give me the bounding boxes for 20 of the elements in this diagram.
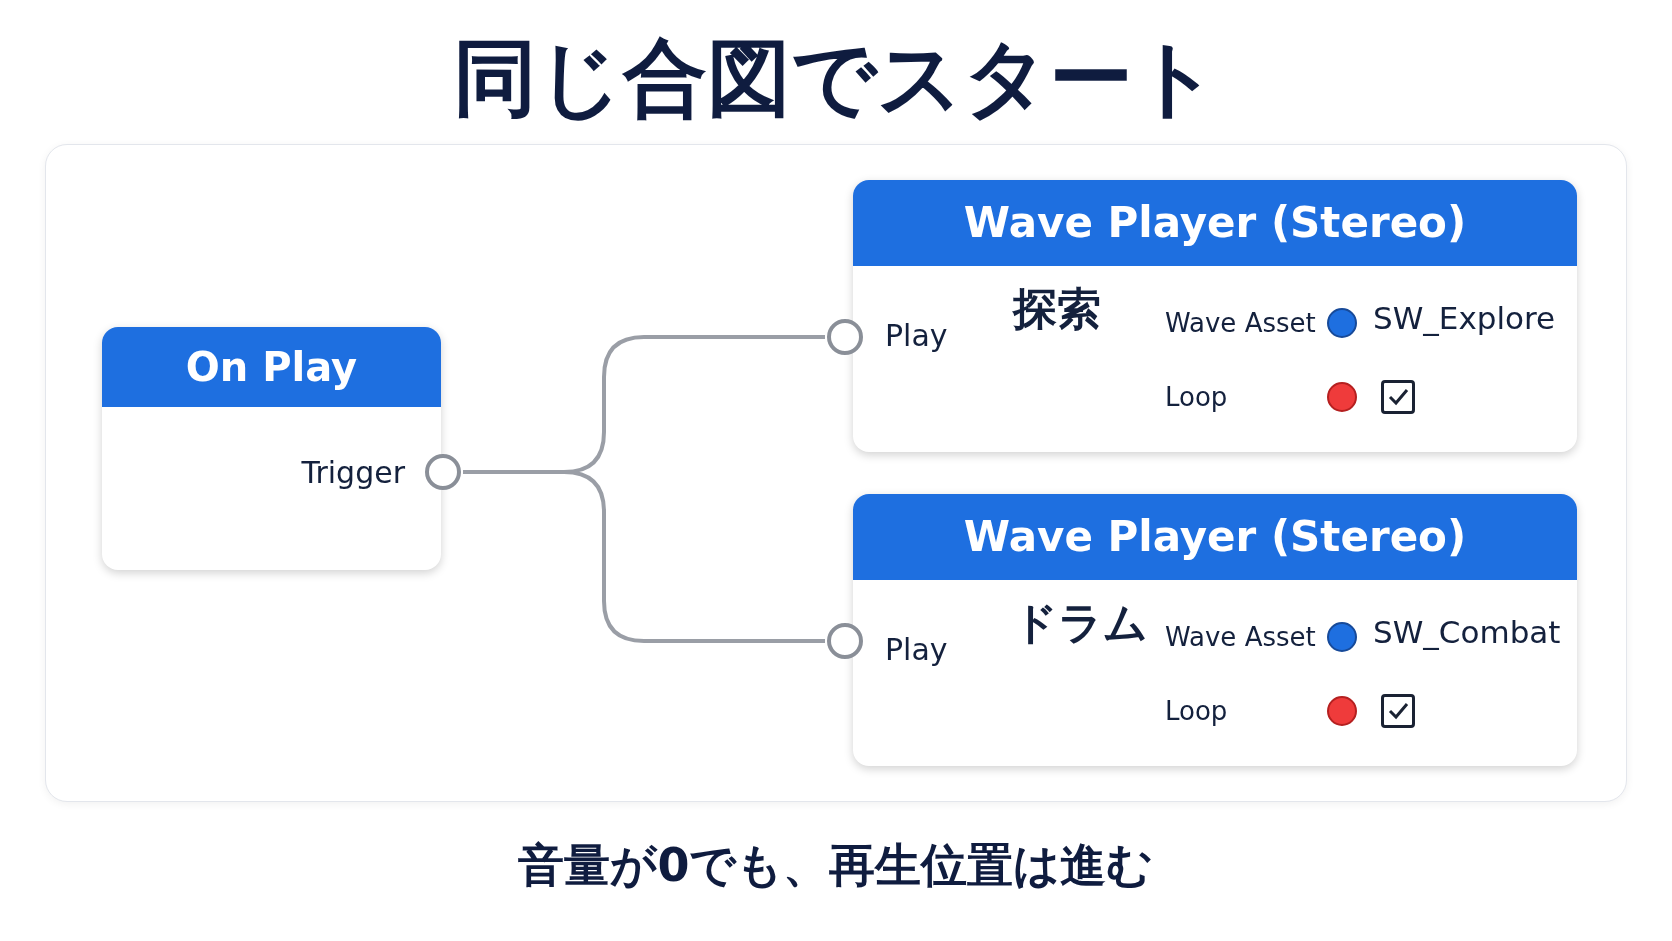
node-card <box>102 327 441 570</box>
node-card <box>853 180 1577 452</box>
node-name: ドラム <box>1013 596 1148 650</box>
parameter-name: Loop <box>1165 382 1228 412</box>
pin-label: Play <box>885 318 948 353</box>
node-name: 探索 <box>1013 282 1101 336</box>
parameter-value: SW_Combat <box>1373 614 1561 650</box>
parameter-value: SW_Explore <box>1373 300 1556 336</box>
pin-label: Play <box>885 632 948 667</box>
card-header: Wave Player (Stereo) <box>853 494 1577 580</box>
title: 同じ合図でスタート <box>452 28 1220 129</box>
parameter-name: Wave Asset <box>1165 308 1316 338</box>
card-header: On Play <box>102 327 441 407</box>
parameter-name: Wave Asset <box>1165 622 1316 652</box>
connector-wire <box>463 470 825 643</box>
node-card <box>853 494 1577 766</box>
card-header: Wave Player (Stereo) <box>853 180 1577 266</box>
caption: 音量が0でも、再生位置は進む <box>517 837 1155 894</box>
pin-label: Trigger <box>301 455 405 490</box>
parameter-name: Loop <box>1165 696 1228 726</box>
